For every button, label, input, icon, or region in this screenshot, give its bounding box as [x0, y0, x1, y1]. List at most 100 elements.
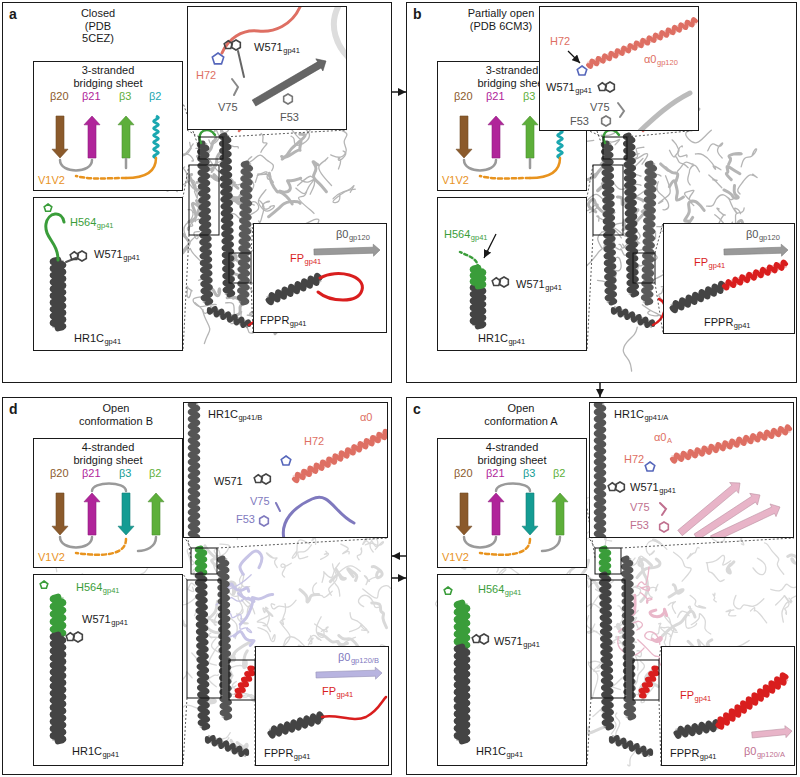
helix-ribbon: [207, 738, 247, 754]
protein-cartoon: [652, 637, 661, 641]
helix-ribbon: [197, 548, 205, 574]
loop-trace: [138, 537, 156, 551]
helix-ribbon: [641, 668, 657, 696]
panel-letter: a: [9, 6, 17, 22]
loop-trace: [464, 537, 496, 548]
side-chain: [260, 516, 269, 526]
protein-cartoon: [668, 602, 675, 614]
segment-label: FPPR: [670, 747, 699, 760]
leader-line: [655, 283, 663, 333]
leader-line: [587, 235, 593, 351]
subscript-label: gp120/B: [351, 657, 379, 666]
residue-label: F53: [570, 115, 589, 128]
helix-ribbon: [190, 403, 198, 537]
protein-cartoon: [321, 551, 329, 559]
flow-arrow: [392, 577, 406, 579]
strand-label: β20: [454, 90, 473, 103]
helix-ribbon: [456, 603, 467, 647]
subscript-label: gp41: [709, 262, 726, 271]
loop-trace: [60, 537, 92, 548]
helix-ribbon: [472, 268, 483, 286]
loop-trace: [542, 537, 560, 551]
protein-cartoon: [203, 310, 210, 344]
backbone-trace: [322, 697, 386, 719]
structure-illustration: [438, 198, 586, 350]
beta-strand: [522, 116, 538, 158]
beta-strand: [488, 116, 504, 158]
residue-label: W571: [516, 278, 545, 291]
loop-trace: [480, 176, 530, 179]
tryptophan-side-chain: [606, 82, 615, 92]
helix-ribbon: [613, 309, 653, 325]
protein-cartoon: [372, 567, 382, 578]
protein-cartoon: [776, 596, 796, 605]
zoom-inset: HR1Cgp41/Bα0H72W571V75F53: [183, 402, 388, 538]
protein-cartoon: [726, 166, 740, 179]
leader-line: [627, 130, 699, 137]
protein-cartoon: [738, 174, 758, 194]
residue-label: V75: [590, 101, 610, 114]
subscript-label: gp41: [103, 587, 120, 596]
residue-label: V75: [218, 101, 238, 114]
strand-label: β20: [50, 90, 69, 103]
subscript-label: gp41: [505, 589, 522, 598]
tryptophan-side-chain: [74, 632, 83, 642]
subscript-label: gp41: [575, 87, 592, 96]
beta-strand: [552, 493, 568, 535]
sheet-title: 3-stranded bridging sheet: [66, 64, 150, 89]
residue-label: H72: [196, 69, 216, 82]
zoom-inset: 4-stranded bridging sheetβ20β21β3β2V1V2: [437, 438, 587, 568]
helix-ribbon: [270, 714, 322, 736]
residue-label: H72: [304, 435, 324, 448]
protein-cartoon: [685, 201, 704, 221]
tryptophan-side-chain: [598, 83, 606, 91]
protein-cartoon: [729, 153, 742, 164]
tryptophan-side-chain: [254, 475, 262, 483]
subscript-label: gp41: [290, 320, 307, 329]
loop-trace: [464, 160, 496, 171]
leader-line: [587, 698, 591, 766]
protein-cartoon: [372, 603, 387, 628]
side-chain: [660, 522, 669, 532]
helix-ribbon: [294, 431, 387, 481]
tryptophan-side-chain: [224, 41, 232, 49]
protein-cartoon: [659, 176, 671, 204]
zoom-inset: FPgp41β0gp120FPPRgp41: [663, 223, 795, 334]
protein-cartoon: [672, 140, 679, 156]
helix-ribbon: [197, 574, 207, 728]
helix-label: HR1C: [208, 408, 238, 421]
helix-ribbon: [456, 647, 467, 741]
strand-label: β2: [553, 467, 565, 480]
residue-label: W571: [94, 248, 123, 261]
protein-cartoon: [240, 551, 262, 574]
segment-label: FPPR: [264, 747, 293, 760]
residue-label: H564: [478, 583, 504, 596]
loop-label: V1V2: [442, 551, 469, 564]
zoom-inset: HR1Cgp41/Aα0AH72W571gp41V75F53: [589, 402, 794, 538]
side-chain: [212, 53, 223, 64]
backbone-trace: [618, 103, 624, 117]
residue-label: V75: [630, 501, 650, 514]
protein-cartoon: [706, 555, 730, 565]
loop-trace: [92, 484, 126, 492]
strand-label: β20: [50, 467, 69, 480]
helix-ribbon: [239, 163, 250, 303]
panel-title: Open conformation B: [76, 402, 156, 427]
segment-label: FP: [694, 256, 708, 269]
beta-strand: [84, 493, 100, 535]
panel-letter: c: [413, 401, 421, 417]
helix-label: HR1C: [476, 745, 506, 758]
side-chain: [44, 204, 52, 211]
backbone-trace: [283, 497, 354, 537]
protein-cartoon: [741, 149, 756, 167]
backbone-trace: [276, 503, 280, 511]
subscript-label: gp41: [337, 691, 354, 700]
protein-cartoon: [298, 545, 312, 559]
residue-label: H564: [70, 216, 96, 229]
helix-ribbon: [611, 738, 651, 754]
helix-ribbon: [53, 597, 63, 635]
loop-trace: [125, 159, 128, 168]
protein-cartoon: [331, 131, 347, 158]
backbone-trace: [460, 252, 478, 268]
beta-strand: [252, 59, 326, 106]
